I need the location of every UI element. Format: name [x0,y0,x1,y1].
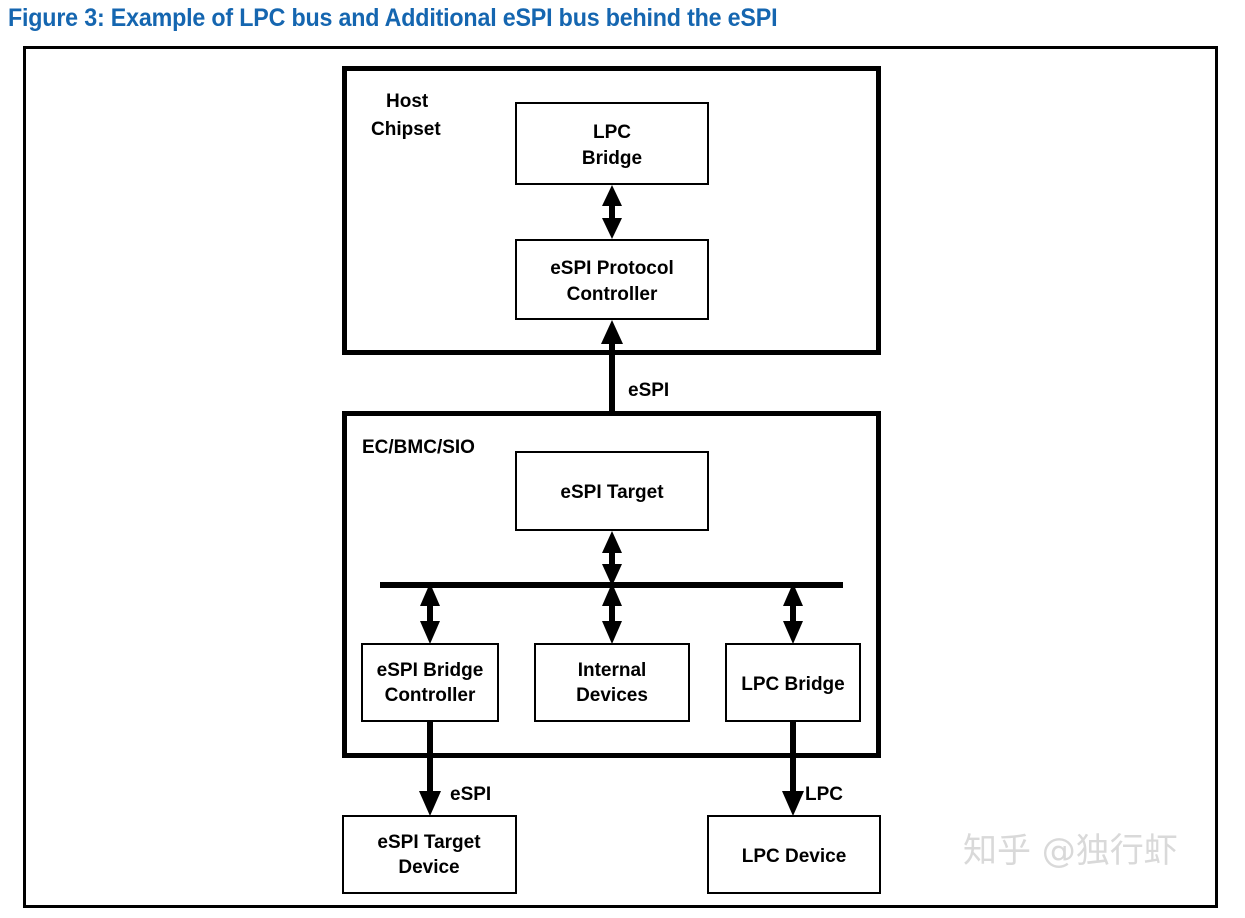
figure-frame [23,46,1218,908]
zhihu-watermark: 知乎 @独行虾 [963,831,1178,871]
figure-caption: Figure 3: Example of LPC bus and Additio… [8,4,778,32]
